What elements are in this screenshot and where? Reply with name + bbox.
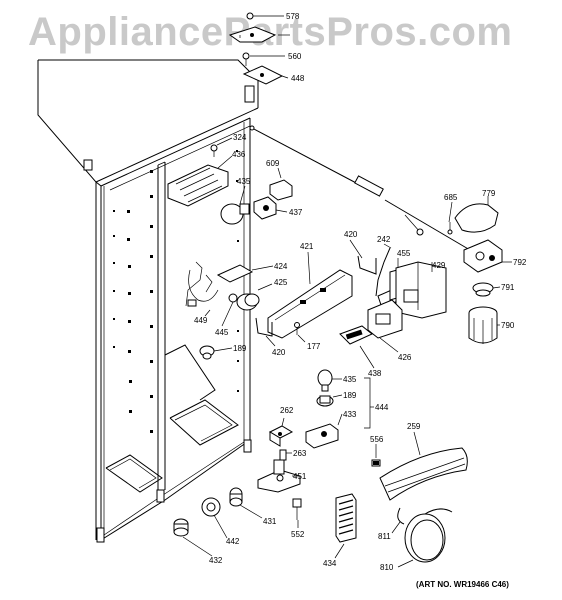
lower-hinge-assembly (257, 417, 301, 493)
callout-426: 426 (398, 353, 412, 362)
top-hinge-assembly (228, 12, 290, 85)
callout-263: 263 (293, 449, 307, 458)
filter-housing-parts (468, 282, 501, 344)
callout-432: 432 (209, 556, 223, 565)
callout-451: 451 (293, 472, 307, 481)
callout-578: 578 (286, 12, 300, 21)
callout-435-lower: 435 (343, 375, 357, 384)
callout-177: 177 (307, 342, 321, 351)
callout-685: 685 (444, 193, 458, 202)
callout-792: 792 (513, 258, 527, 267)
callout-791: 791 (501, 283, 515, 292)
callout-437: 437 (289, 208, 303, 217)
cabinet-liner (37, 59, 259, 543)
art-number: (ART NO. WR19466 C46) (416, 580, 509, 589)
callout-438: 438 (368, 369, 382, 378)
dispenser-chute-parts (371, 431, 468, 568)
callout-434: 434 (323, 559, 337, 568)
callout-420-lower: 420 (272, 348, 286, 357)
plug-189-upper (199, 345, 233, 360)
callout-436: 436 (232, 150, 246, 159)
callout-449: 449 (194, 316, 208, 325)
dispenser-housing (447, 196, 512, 273)
callout-552: 552 (291, 530, 305, 539)
control-assembly (185, 239, 377, 347)
callout-556: 556 (370, 435, 384, 444)
lower-light-assembly (305, 369, 374, 449)
callout-445: 445 (215, 328, 229, 337)
callout-259: 259 (407, 422, 421, 431)
watermark: AppliancePartsPros.com (28, 10, 513, 54)
callout-262: 262 (280, 406, 294, 415)
callout-189-upper: 189 (233, 344, 247, 353)
callout-429: 429 (432, 261, 446, 270)
callout-425: 425 (274, 278, 288, 287)
callout-779: 779 (482, 189, 496, 198)
callout-424: 424 (274, 262, 288, 271)
small-parts-bottom (173, 487, 302, 557)
callout-455: 455 (397, 249, 411, 258)
callout-790: 790 (501, 321, 515, 330)
callout-810: 810 (380, 563, 394, 572)
callout-189-lower: 189 (343, 391, 357, 400)
callout-420-upper: 420 (344, 230, 358, 239)
dispenser-control-parts (339, 243, 447, 369)
callout-242: 242 (377, 235, 391, 244)
upper-light-assembly (167, 137, 293, 225)
callout-811: 811 (378, 532, 391, 541)
callout-444: 444 (375, 403, 389, 412)
callout-435-upper: 435 (237, 177, 251, 186)
callout-431: 431 (263, 517, 277, 526)
callout-448: 448 (291, 74, 305, 83)
callout-433: 433 (343, 410, 357, 419)
callout-442: 442 (226, 537, 240, 546)
tube-line (249, 125, 471, 251)
callout-560: 560 (288, 52, 302, 61)
grille-434 (334, 493, 357, 559)
callout-609: 609 (266, 159, 280, 168)
callout-324: 324 (233, 133, 247, 142)
callout-421: 421 (300, 242, 314, 251)
callout-labels: 578 560 448 324 436 609 435 437 685 779 … (194, 12, 527, 572)
